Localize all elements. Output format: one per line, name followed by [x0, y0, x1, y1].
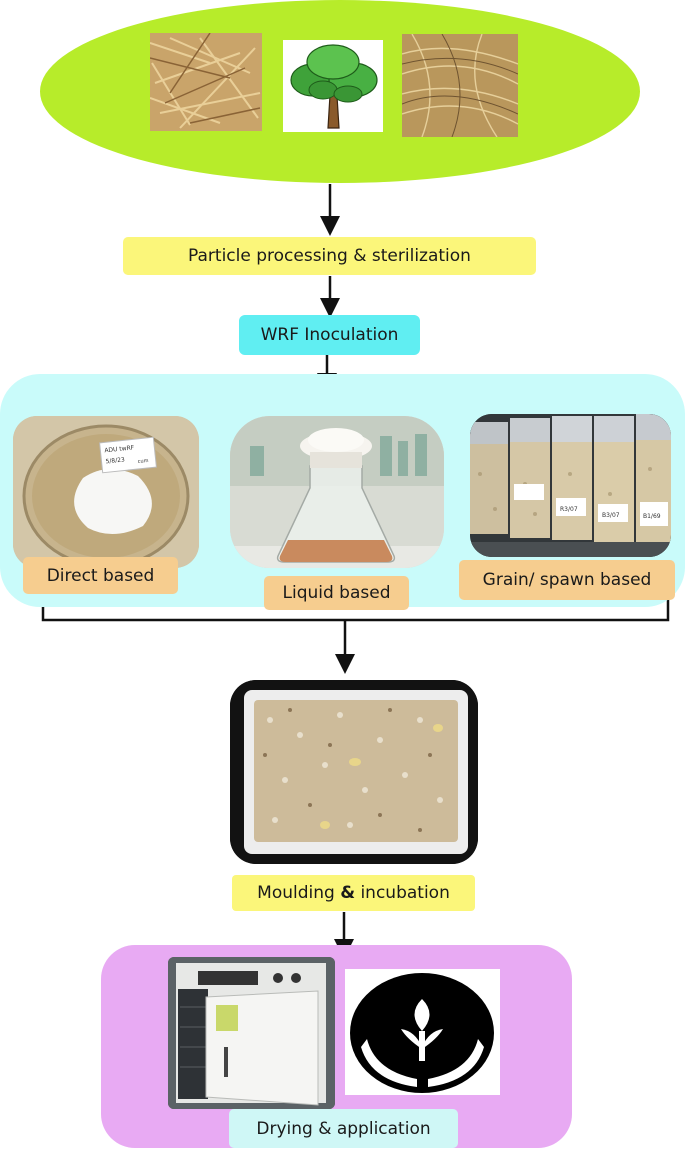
petri-label-line3: cum: [137, 458, 148, 465]
drying-oven-image: [168, 957, 335, 1109]
tree-image: [283, 40, 383, 132]
petri-dish-image: ADU twRF 5/8/23 cum: [13, 416, 199, 568]
grain-jars-image: R3/07 B3/07 B1/69: [470, 414, 671, 557]
straw-image: [150, 33, 262, 131]
grain-spawn-based-label: Grain/ spawn based: [459, 560, 675, 600]
petri-label-line2: 5/8/23: [105, 456, 125, 465]
moulding-text: Moulding: [257, 883, 341, 903]
inoculation-step-label: WRF Inoculation: [239, 315, 420, 355]
moulding-step-label: Moulding & incubation: [232, 875, 475, 911]
moulding-tray-image: [230, 680, 478, 864]
jar-label-5: B1/69: [643, 513, 661, 520]
direct-based-label: Direct based: [23, 557, 178, 594]
jar-label-4: B3/07: [602, 512, 620, 519]
petri-label-line1: ADU twRF: [104, 444, 135, 454]
jar-label-3: R3/07: [560, 506, 578, 513]
drying-step-label: Drying & application: [229, 1109, 458, 1148]
dry-grass-image: [402, 34, 518, 137]
plant-in-hands-icon: [345, 969, 500, 1095]
moulding-ampersand: &: [340, 883, 356, 903]
flask-image: [230, 416, 444, 568]
incubation-text: incubation: [355, 883, 450, 903]
processing-step-label: Particle processing & sterilization: [123, 237, 536, 275]
liquid-based-label: Liquid based: [264, 576, 409, 610]
